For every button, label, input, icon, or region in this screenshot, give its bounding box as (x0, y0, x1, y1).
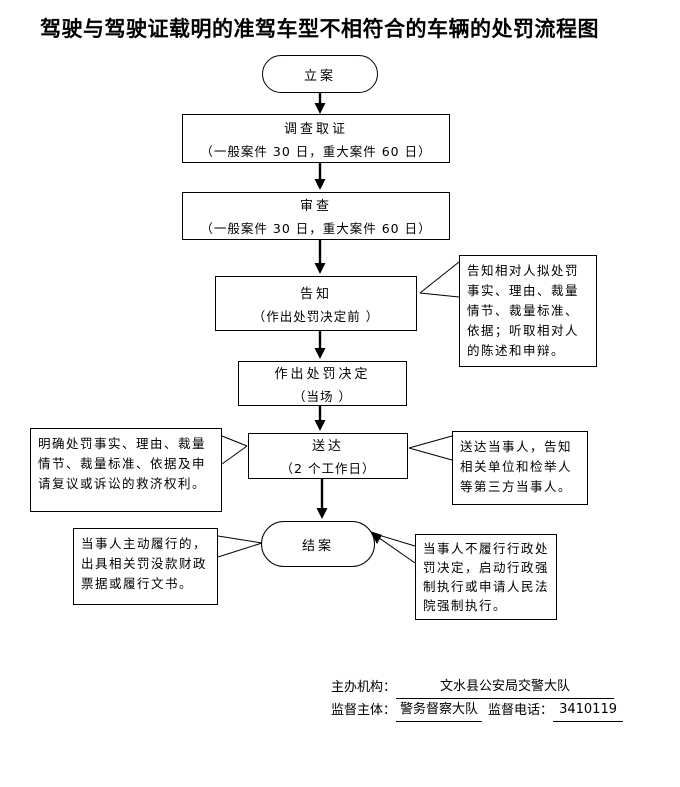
node-close: 结案 (261, 521, 375, 567)
page-title: 驾驶与驾驶证载明的准驾车型不相符合的车辆的处罚流程图 (40, 17, 599, 41)
node-review: 审查 （一般案件 30 日，重大案件 60 日） (182, 192, 450, 240)
node-deliver-label: 送达 (311, 439, 344, 454)
arrowhead-icon (314, 103, 326, 114)
node-notify-label: 告知 (299, 286, 332, 302)
footer-supervisor-row: 监督主体：警务督察大队监督电话：3410119 (331, 699, 624, 722)
arrowhead-icon (314, 179, 326, 190)
node-investigate-note: （一般案件 30 日，重大案件 60 日） (200, 143, 432, 159)
phone-value: 3410119 (553, 699, 624, 722)
node-start: 立案 (262, 55, 378, 93)
footer: 主办机构：文水县公安局交警大队 监督主体：警务督察大队监督电话：3410119 (331, 676, 624, 722)
node-review-label: 审查 (299, 199, 332, 214)
node-deliver-note: （2 个工作日） (280, 461, 376, 476)
callout-connector-notify (419, 261, 460, 298)
node-notify-note: （作出处罚决定前 ） (252, 308, 380, 324)
host-value: 文水县公安局交警大队 (396, 676, 615, 699)
node-deliver: 送达 （2 个工作日） (248, 433, 408, 479)
supervisor-label: 监督主体： (331, 703, 397, 718)
supervisor-value: 警务督察大队 (396, 699, 483, 722)
phone-label: 监督电话： (488, 703, 554, 718)
node-decide: 作出处罚决定 （当场 ） (238, 361, 407, 406)
callout-connector-close-right (371, 532, 416, 564)
arrowhead-icon (314, 263, 326, 274)
node-review-note: （一般案件 30 日，重大案件 60 日） (200, 221, 432, 236)
callout-notify-right: 告知相对人拟处罚事实、理由、裁量情节、裁量标准、依据；听取相对人的陈述和申辩。 (459, 255, 597, 367)
callout-deliver-left: 明确处罚事实、理由、裁量情节、裁量标准、依据及申请复议或诉讼的救济权利。 (30, 428, 222, 512)
node-start-label: 立案 (303, 68, 336, 84)
footer-host-row: 主办机构：文水县公安局交警大队 (331, 676, 623, 699)
arrowhead-icon (316, 508, 328, 519)
node-decide-note: （当场 ） (293, 388, 352, 404)
callout-close-left: 当事人主动履行的，出具相关罚没款财政票据或履行文书。 (73, 528, 218, 605)
arrowhead-icon (314, 420, 326, 431)
node-close-label: 结案 (301, 538, 334, 554)
callout-close-right: 当事人不履行行政处罚决定，启动行政强制执行或申请人民法院强制执行。 (415, 534, 557, 620)
callout-connector-deliver-left (221, 435, 248, 465)
callout-connector-close-left (217, 535, 263, 558)
callout-connector-deliver-right (408, 435, 453, 461)
callout-deliver-right: 送达当事人，告知相关单位和检举人等第三方当事人。 (452, 431, 588, 505)
node-notify: 告知 （作出处罚决定前 ） (215, 276, 417, 331)
node-decide-label: 作出处罚决定 (274, 366, 371, 382)
host-label: 主办机构： (331, 680, 397, 695)
node-investigate-label: 调查取证 (283, 121, 348, 137)
node-investigate: 调查取证 （一般案件 30 日，重大案件 60 日） (182, 114, 450, 163)
arrowhead-icon (314, 348, 326, 359)
